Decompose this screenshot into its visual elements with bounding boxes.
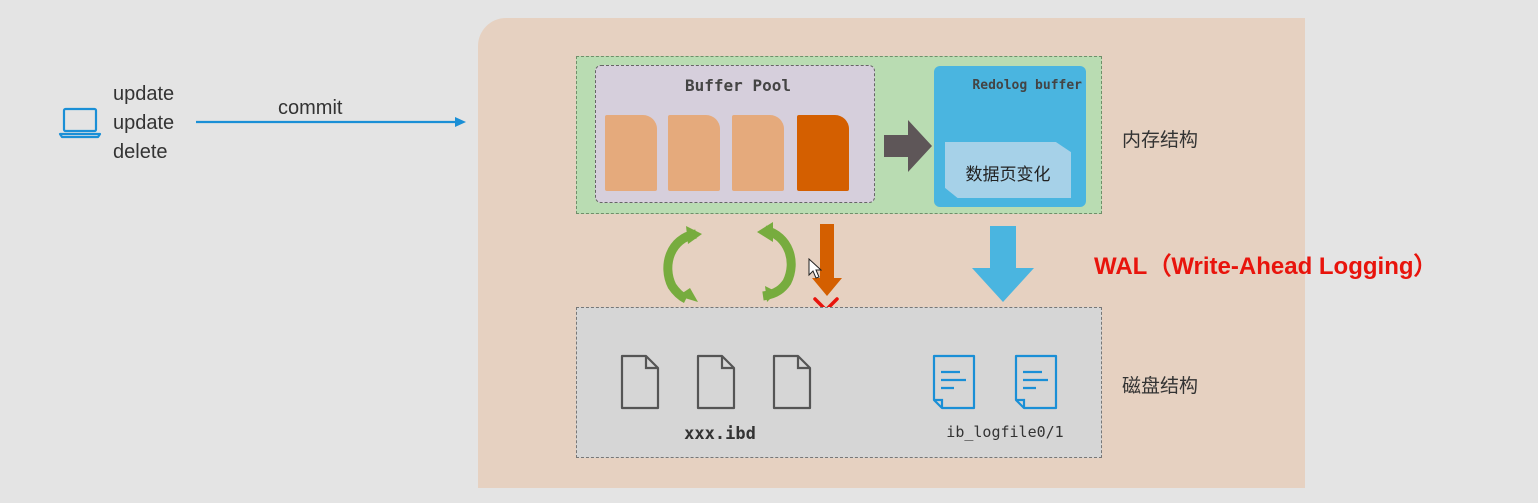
- buffer-page: [668, 115, 720, 191]
- logfile-label: ib_logfile0/1: [946, 423, 1064, 441]
- buffer-page: [732, 115, 784, 191]
- laptop-icon: [58, 107, 102, 139]
- buffer-page: [605, 115, 657, 191]
- load-cycle-arrow-icon: [663, 226, 702, 304]
- commit-arrow-icon: [196, 117, 466, 127]
- wal-label: WAL（Write-Ahead Logging）: [1094, 253, 1438, 280]
- file-icon: [772, 354, 812, 410]
- disk-structure-label: 磁盘结构: [1122, 375, 1199, 397]
- buffer-pool-title: Buffer Pool: [685, 76, 791, 95]
- log-file-icon: [1014, 354, 1058, 410]
- commit-label: commit: [278, 97, 343, 119]
- mouse-cursor-icon: [808, 258, 822, 279]
- right-arrow-icon: [884, 120, 932, 172]
- down-arrow-blue-icon: [972, 226, 1034, 302]
- ibd-file-label: xxx.ibd: [684, 424, 756, 444]
- memory-structure-label: 内存结构: [1122, 129, 1199, 151]
- file-icon: [620, 354, 660, 410]
- page-change-card: [945, 142, 1071, 198]
- down-arrow-orange-icon: [812, 224, 842, 296]
- page-change-label: 数据页变化: [965, 165, 1051, 185]
- file-icon: [696, 354, 736, 410]
- disk-structure-region: [576, 307, 1102, 458]
- log-file-icon: [932, 354, 976, 410]
- operation-update-2: update: [113, 112, 175, 134]
- operation-delete: delete: [113, 141, 168, 163]
- redolog-buffer-title: Redolog buffer: [972, 78, 1082, 93]
- operation-update-1: update: [113, 83, 175, 105]
- flush-cycle-arrow-icon: [757, 222, 796, 302]
- dirty-buffer-page: [797, 115, 849, 191]
